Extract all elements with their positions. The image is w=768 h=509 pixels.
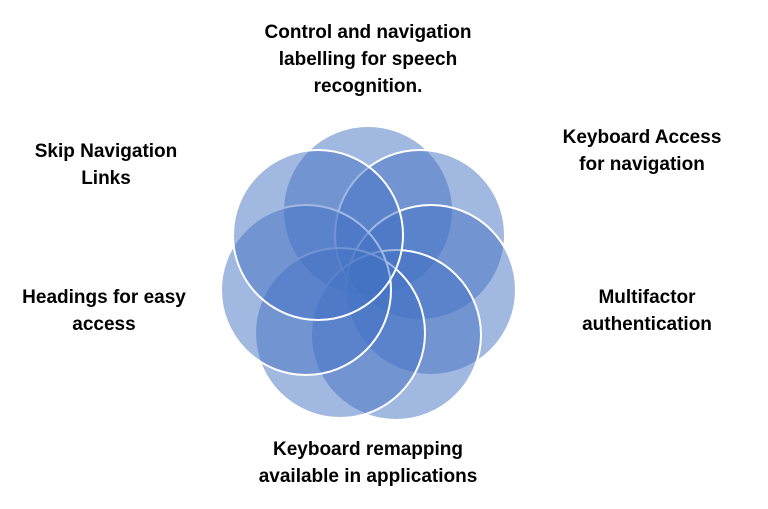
label-upper-right: Keyboard Access for navigation	[563, 124, 722, 178]
label-line: available in applications	[258, 466, 478, 487]
label-line: access	[72, 314, 136, 335]
label-left: Headings for easy access	[22, 284, 186, 338]
circle-upper-left	[232, 149, 404, 321]
label-bottom: Keyboard remapping available in applicat…	[259, 436, 478, 490]
label-upper-left: Skip Navigation Links	[35, 138, 178, 192]
label-line: Headings for easy	[22, 287, 186, 308]
label-line: authentication	[582, 314, 712, 335]
label-line: recognition.	[313, 76, 423, 97]
label-line: for navigation	[579, 154, 705, 175]
label-line: Keyboard Access	[562, 127, 722, 148]
label-top: Control and navigation labelling for spe…	[265, 19, 472, 100]
label-line: labelling for speech	[278, 49, 458, 70]
label-right: Multifactor authentication	[582, 284, 712, 338]
label-line: Keyboard remapping	[272, 439, 464, 460]
label-line: Multifactor	[598, 287, 696, 308]
label-line: Control and navigation	[264, 22, 472, 43]
label-line: Links	[81, 168, 131, 189]
label-line: Skip Navigation	[34, 141, 178, 162]
